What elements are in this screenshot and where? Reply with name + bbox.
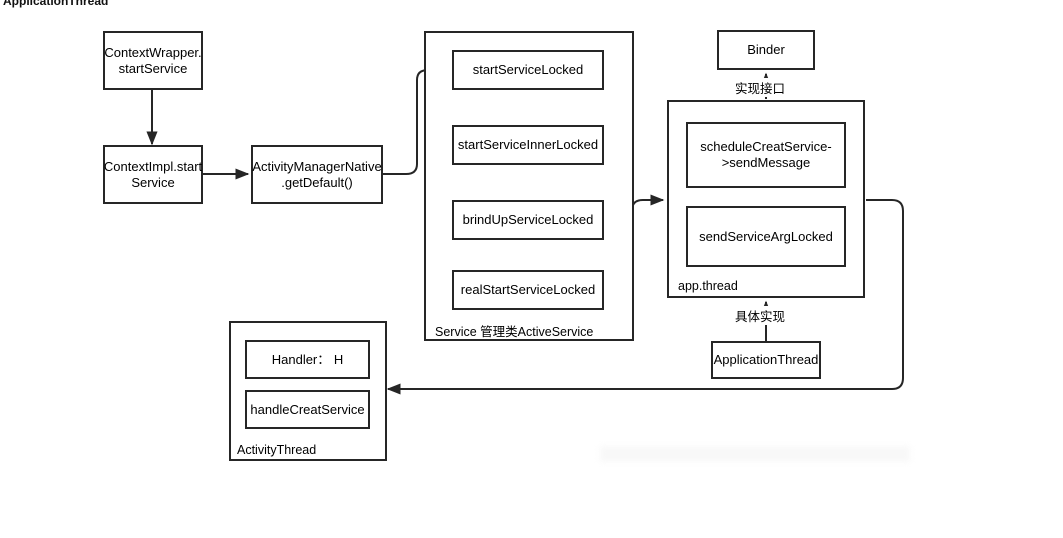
node-schedule-creat-service-line1: scheduleCreatService- — [700, 139, 832, 155]
node-handle-creat-service-label: handleCreatService — [250, 401, 365, 417]
node-brind-up-service-locked-label: brindUpServiceLocked — [462, 212, 594, 228]
group-activity-thread-label: ActivityThread — [237, 443, 317, 457]
node-handler-h-label: Handler： H — [271, 351, 344, 367]
node-real-start-service-locked[interactable]: realStartServiceLocked — [452, 270, 604, 310]
node-send-service-arg-locked-label: sendServiceArgLocked — [699, 228, 833, 244]
node-activity-manager-native-get-default[interactable]: ActivityManagerNative .getDefault() — [251, 145, 383, 204]
node-start-service-inner-locked-label: startServiceInnerLocked — [457, 137, 599, 153]
node-start-service-inner-locked[interactable]: startServiceInnerLocked — [452, 125, 604, 165]
node-brind-up-service-locked[interactable]: brindUpServiceLocked — [452, 200, 604, 240]
group-active-service-label: Service 管理类ActiveService — [435, 325, 594, 339]
node-context-wrapper-line1: ContextWrapper. — [104, 44, 202, 60]
node-application-thread[interactable]: ApplicationThread — [711, 341, 821, 379]
node-schedule-creat-service-line2: >sendMessage — [721, 155, 811, 170]
node-context-impl-line2: Service — [131, 174, 175, 190]
node-context-impl-start-service[interactable]: ContextImpl.start Service — [103, 145, 203, 204]
node-context-wrapper-start-service[interactable]: ContextWrapper. startService — [103, 31, 203, 90]
node-binder-label: Binder — [747, 42, 785, 58]
node-start-service-locked-label: startServiceLocked — [472, 62, 584, 78]
edge-label-binder-interface: 实现接口 — [733, 78, 788, 97]
node-handle-creat-service[interactable]: handleCreatService — [245, 390, 370, 429]
group-app-thread-label: app.thread — [678, 279, 738, 293]
node-amn-line2: .getDefault() — [281, 174, 353, 190]
page-cut-title: ApplicationThread — [3, 0, 109, 8]
edge-label-concrete-impl: 具体实现 — [733, 306, 788, 325]
node-application-thread-label: ApplicationThread — [713, 352, 819, 368]
node-amn-line1: ActivityManagerNative — [252, 158, 382, 174]
node-schedule-creat-service[interactable]: scheduleCreatService- >sendMessage — [686, 122, 846, 188]
node-send-service-arg-locked[interactable]: sendServiceArgLocked — [686, 206, 846, 267]
node-handler-h[interactable]: Handler： H — [245, 340, 370, 379]
node-start-service-locked[interactable]: startServiceLocked — [452, 50, 604, 90]
node-real-start-service-locked-label: realStartServiceLocked — [460, 282, 596, 298]
node-binder[interactable]: Binder — [717, 30, 815, 70]
node-context-wrapper-line2: startService — [118, 60, 188, 76]
node-context-impl-line1: ContextImpl.start — [103, 158, 203, 174]
blurred-watermark — [600, 446, 910, 462]
